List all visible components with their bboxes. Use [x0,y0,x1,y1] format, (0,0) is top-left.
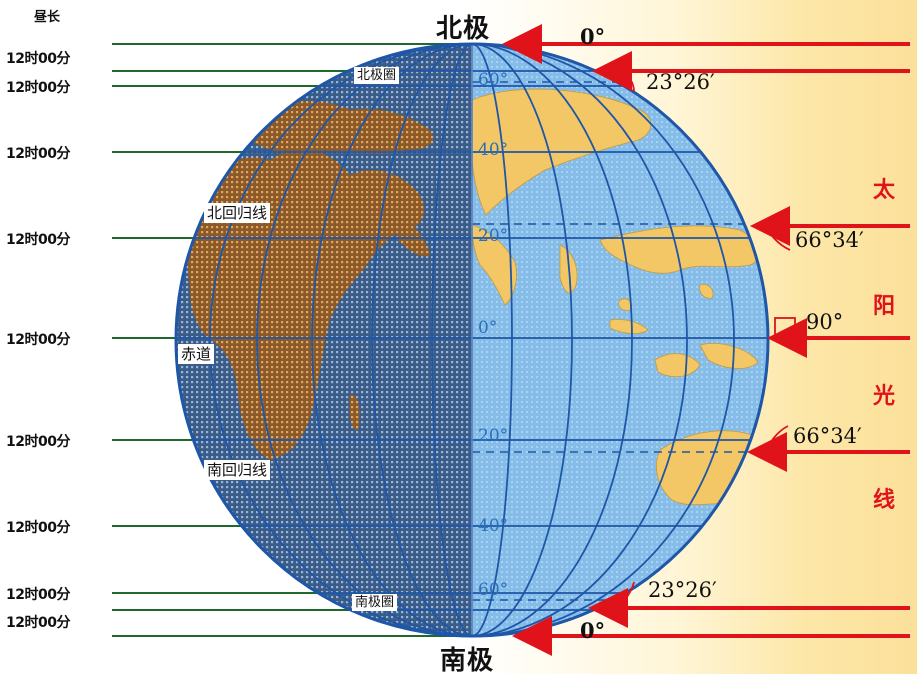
south-pole-label: 南极 [440,646,495,674]
day-length-title: 昼长 [34,10,61,25]
latitude-label: 20° [478,226,509,246]
equator-label: 赤道 [178,344,215,364]
angle-arcs [617,70,796,609]
day-length-label: 12时00分 [6,520,70,536]
latitude-label: 40° [478,140,509,160]
day-length-label: 12时00分 [6,80,70,96]
antarctic-circle-label: 南极圈 [352,594,398,611]
angle-label: 66°34′ [795,228,864,252]
sunlight-arrows [502,24,910,656]
sunlight-text-char: 阳 [873,294,896,319]
day-length-label: 12时00分 [6,587,70,603]
night-landmass [187,101,434,461]
angle-label: 23°26′ [648,578,717,602]
day-length-label: 12时00分 [6,434,70,450]
day-landmass [472,88,765,506]
latitude-label: 20° [478,426,509,446]
latitude-label: 0° [478,318,498,338]
day-length-label: 12时00分 [6,332,70,348]
sunlight-text-char: 太 [873,178,896,203]
angle-label: 23°26′ [646,70,715,94]
day-length-lines [112,43,472,637]
day-length-label: 12时00分 [6,51,70,67]
latitude-label: 60° [478,70,509,90]
latitude-label: 60° [478,580,509,600]
tropic-capricorn-label: 南回归线 [204,460,271,480]
angle-label: 0° [580,618,606,643]
day-length-label: 12时00分 [6,615,70,631]
angle-label: 0° [580,24,606,49]
sunlight-text-char: 线 [873,488,896,513]
arctic-circle-label: 北极圈 [354,67,400,84]
angle-label: 90° [806,310,844,334]
tropic-cancer-label: 北回归线 [204,203,271,223]
day-length-label: 12时00分 [6,146,70,162]
day-length-label: 12时00分 [6,232,70,248]
sunlight-text-char: 光 [873,384,896,409]
angle-label: 66°34′ [793,424,862,448]
latitude-label: 40° [478,516,509,536]
north-pole-label: 北极 [436,14,491,44]
